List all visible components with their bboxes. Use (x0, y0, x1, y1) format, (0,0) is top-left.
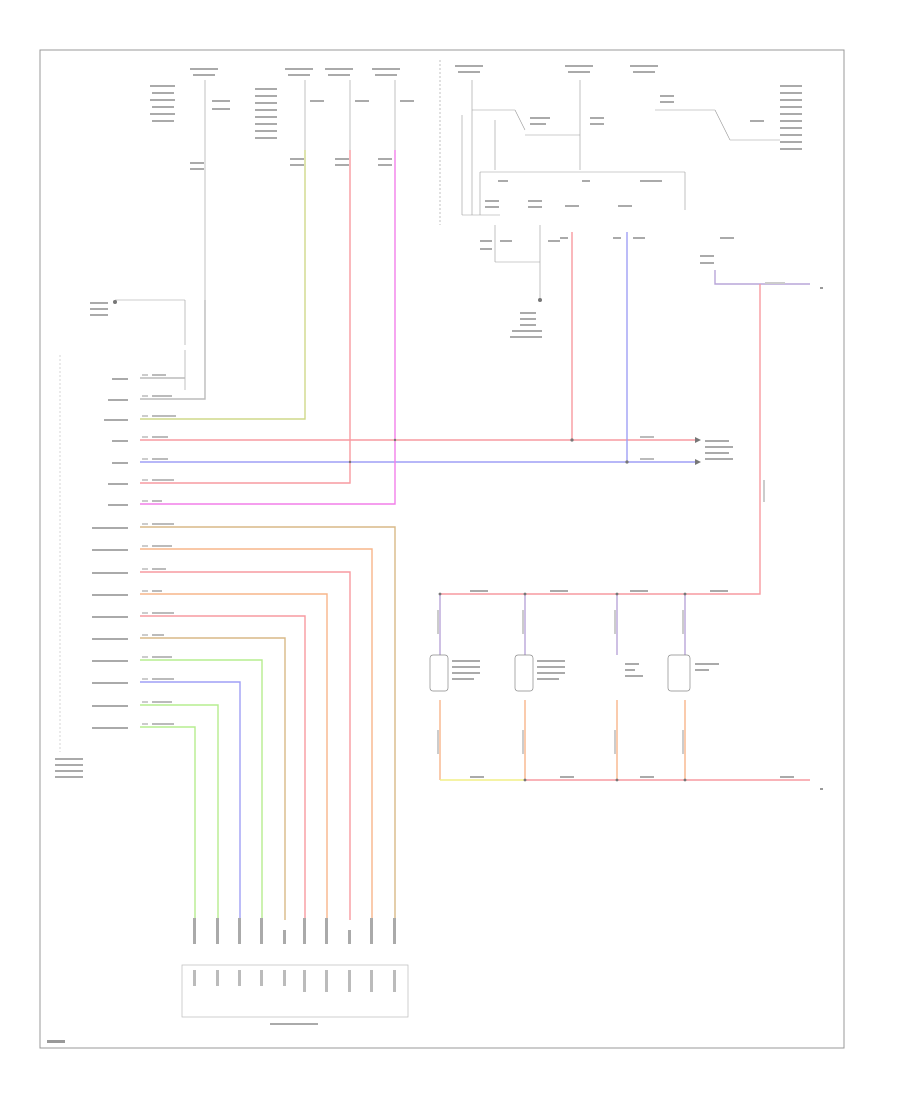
splice-node (625, 460, 629, 464)
wire-color-labels (152, 374, 654, 725)
power-source-group-1 (115, 80, 206, 390)
wire-label (765, 282, 785, 284)
relay-group-right (461, 80, 780, 300)
right-connector-labels (705, 440, 733, 460)
bottom-switch-connector (181, 918, 409, 1025)
wire-pin-numbers (142, 374, 148, 725)
right-branch-wires (440, 232, 810, 595)
fuse-label-block-2 (255, 68, 414, 166)
lower-component-labels (452, 590, 794, 778)
wire-label (763, 480, 765, 502)
footer-code-mark (47, 1040, 65, 1043)
right-terminal-mark (820, 287, 823, 289)
fuse-label-block-1 (150, 68, 230, 170)
splice-node (393, 438, 397, 442)
lower-wire-vertical-labels (437, 610, 684, 754)
right-terminal-mark (820, 788, 823, 790)
module-connector-labels (55, 302, 128, 778)
fuse-vertical-lines (304, 60, 441, 225)
splice-node (570, 438, 574, 442)
splice-dot (113, 300, 117, 304)
lower-splice-nodes (438, 592, 687, 782)
lower-component-wires (439, 594, 810, 781)
harness-wires (140, 150, 695, 920)
ground-symbol (538, 298, 542, 302)
splice-node (348, 460, 352, 464)
right-connector-arrows (695, 437, 701, 465)
relay-label-block (455, 65, 802, 338)
lower-component-bodies (429, 654, 691, 692)
diagram-frame (39, 49, 845, 1049)
